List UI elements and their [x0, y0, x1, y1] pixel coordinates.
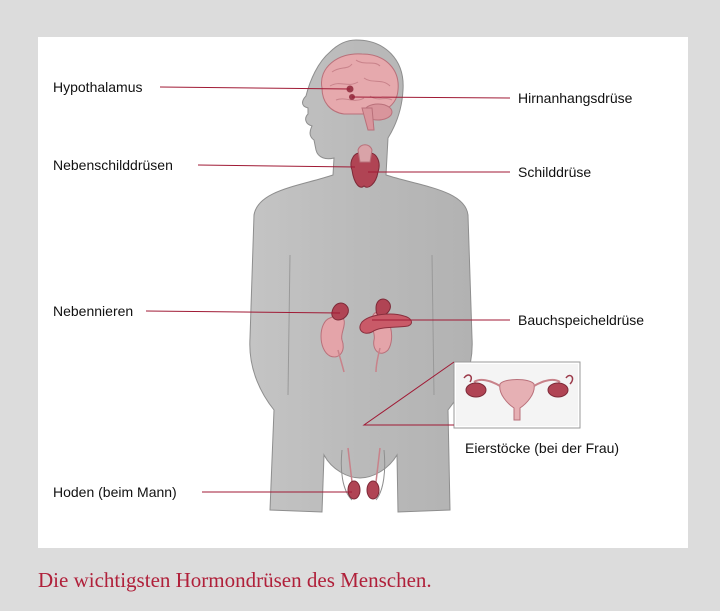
label-schilddruese: Schilddrüse	[518, 164, 591, 180]
testis-left	[348, 481, 360, 499]
label-nebennieren: Nebennieren	[53, 303, 133, 319]
label-hoden: Hoden (beim Mann)	[53, 484, 177, 500]
figure-caption: Die wichtigsten Hormondrüsen des Mensche…	[38, 568, 432, 593]
label-nebenschilddruesen: Nebenschilddrüsen	[53, 157, 173, 173]
kidney-left	[321, 316, 344, 357]
ovary-right	[548, 383, 568, 397]
label-hirnanhangsdruese: Hirnanhangsdrüse	[518, 90, 632, 106]
label-eierstoecke: Eierstöcke (bei der Frau)	[465, 440, 619, 456]
label-hypothalamus: Hypothalamus	[53, 79, 143, 95]
larynx	[358, 145, 372, 162]
ovary-left	[466, 383, 486, 397]
leader-nebenschilddruesen	[198, 165, 355, 167]
label-bauchspeicheldruese: Bauchspeicheldrüse	[518, 312, 644, 328]
testis-right	[367, 481, 379, 499]
